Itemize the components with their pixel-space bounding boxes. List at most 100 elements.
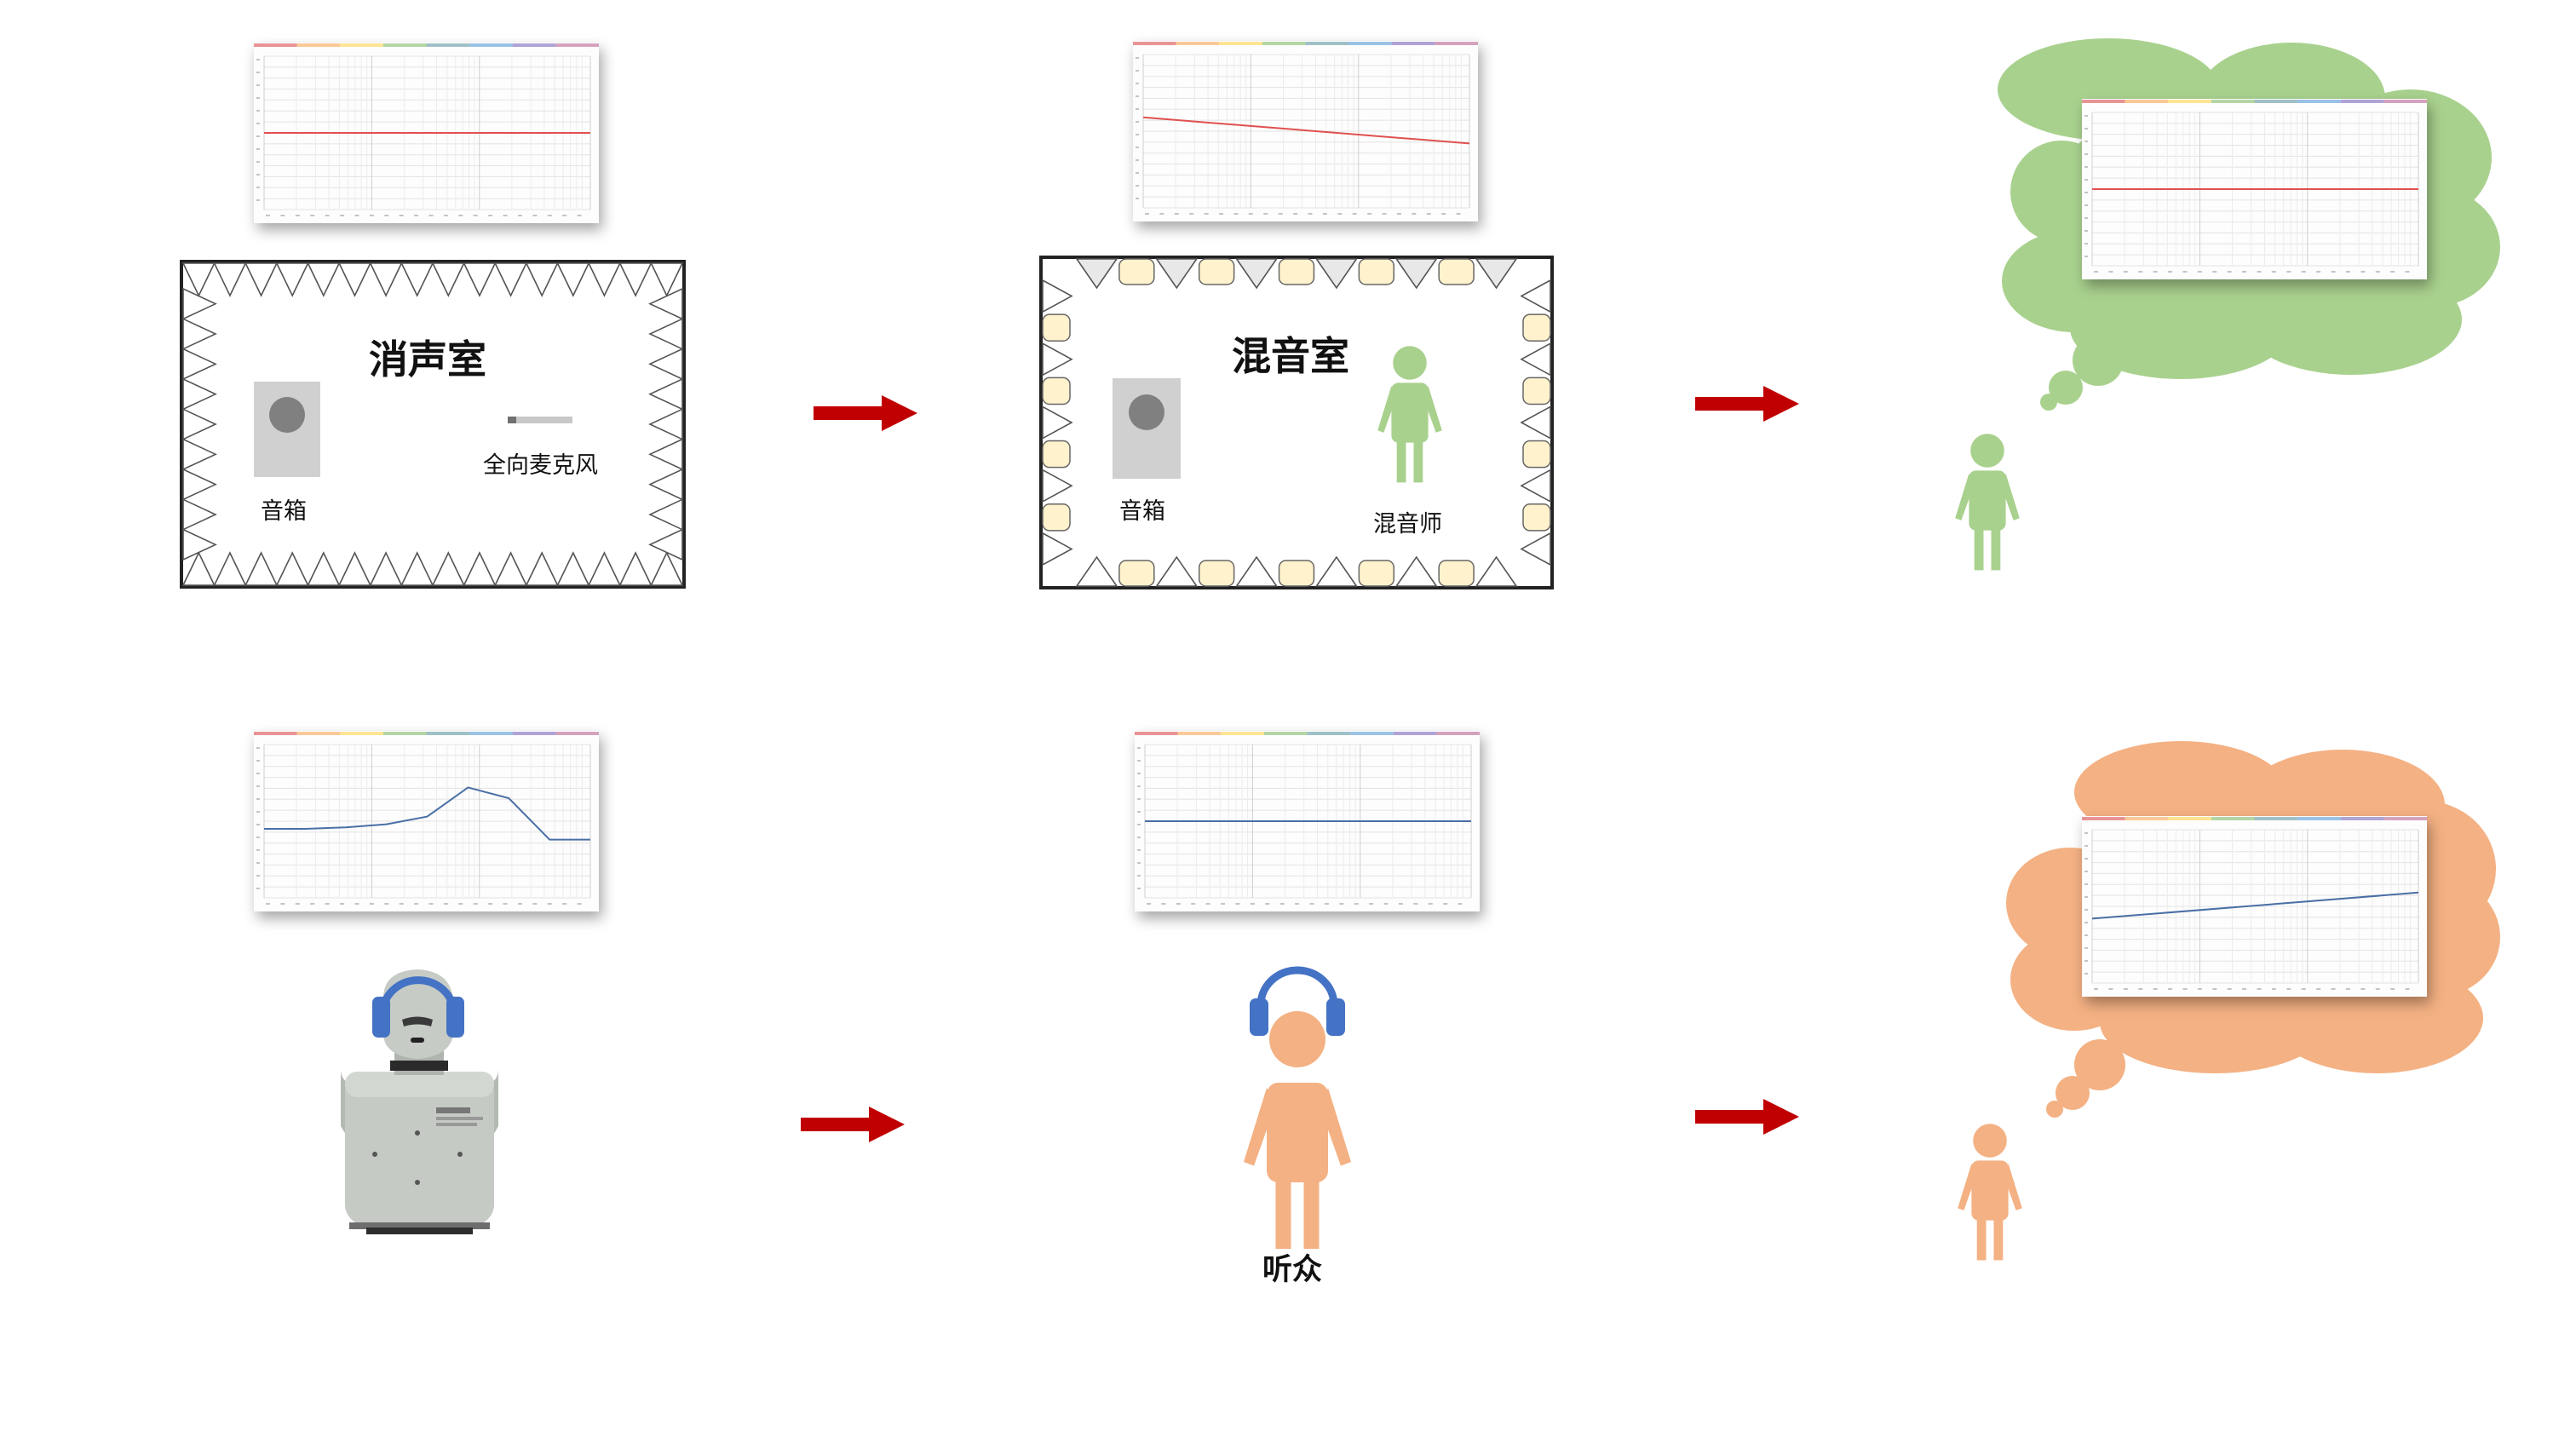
chart-tick-label	[1250, 903, 1255, 905]
acoustic-wedge	[587, 551, 622, 586]
absorber-panel	[1042, 503, 1071, 532]
chart-band-strip	[382, 732, 427, 735]
acoustic-wedge	[337, 262, 372, 297]
acoustic-wedge	[648, 287, 683, 320]
chart-tick-label	[256, 837, 260, 838]
chart-band-strip	[426, 732, 470, 735]
chart-band-strip	[2211, 100, 2255, 103]
head-and-torso-simulator-icon	[341, 969, 498, 1234]
chart-tick-label	[1382, 213, 1387, 215]
chart-tick-label	[325, 903, 330, 905]
chart-tick-label	[2286, 271, 2291, 273]
chart-band-strip	[1262, 42, 1306, 45]
chart-band-strip	[2383, 100, 2427, 103]
chart-tick-label	[547, 215, 552, 216]
chart-tick-label	[443, 215, 448, 216]
chart-tick-label	[488, 215, 493, 216]
chart-tick-label	[354, 215, 359, 216]
absorber-panel	[1198, 258, 1235, 285]
chart-band-strip	[426, 43, 470, 47]
chart-tick-label	[2084, 128, 2088, 129]
chart-tick-label	[340, 215, 345, 216]
chart-tick-label	[443, 903, 448, 905]
chart-tick-label	[280, 215, 285, 216]
chart-tick-label	[2084, 153, 2088, 155]
chart-tick-label	[256, 760, 260, 762]
chart-tick-label	[2084, 947, 2088, 949]
acoustic-wedge	[244, 551, 279, 586]
chart-tick-label	[325, 215, 330, 216]
acoustic-wedge	[369, 551, 403, 586]
chart-tick-label	[256, 97, 260, 99]
chart-tick-label	[458, 215, 463, 216]
mixing-speaker-label: 音箱	[1119, 498, 1165, 525]
absorber-panel	[1522, 503, 1551, 532]
chart-tick-label	[256, 824, 260, 825]
chart-tick-label	[2331, 988, 2336, 990]
chart-band-strip	[296, 43, 341, 47]
chart-tick-label	[458, 903, 463, 905]
chart-tick-label	[2182, 988, 2188, 990]
acoustic-wedge	[244, 262, 279, 297]
chart-tick-label	[256, 875, 260, 877]
anechoic-response-chart	[254, 43, 599, 223]
acoustic-wedge	[1235, 555, 1279, 587]
chart-tick-label	[1428, 903, 1433, 905]
chart-tick-label	[488, 903, 493, 905]
acoustic-wedge	[648, 377, 683, 411]
chart-tick-label	[1278, 213, 1283, 215]
acoustic-wedge	[182, 348, 217, 381]
chart-tick-label	[473, 215, 478, 216]
chart-tick-label	[256, 187, 260, 188]
absorber-panel	[1438, 560, 1475, 587]
chart-tick-label	[1412, 213, 1417, 215]
chart-tick-label	[2257, 271, 2262, 273]
chart-band-strip	[340, 732, 383, 735]
mixing-room-treatment	[1042, 258, 1551, 587]
acoustic-wedge	[463, 551, 497, 586]
chart-tick-label	[2084, 256, 2088, 257]
chart-band-strip	[469, 43, 513, 47]
acoustic-wedge	[1520, 405, 1551, 440]
mixing-room-response-chart	[1133, 41, 1478, 221]
chart-band-strip	[2383, 817, 2427, 820]
chart-tick-label	[503, 215, 508, 216]
chart-tick-label	[354, 903, 359, 905]
acoustic-wedge	[181, 551, 216, 586]
acoustic-wedge	[1394, 258, 1438, 290]
chart-tick-label	[2084, 230, 2088, 232]
chart-band-strip	[2211, 817, 2255, 820]
chart-tick-label	[2084, 909, 2088, 911]
chart-tick-label	[2375, 988, 2380, 990]
absorber-panel	[1438, 258, 1475, 285]
acoustic-wedge	[1075, 555, 1118, 587]
chart-tick-label	[256, 161, 260, 163]
chart-tick-label	[2153, 271, 2158, 273]
acoustic-wedge	[1520, 279, 1551, 313]
acoustic-wedge	[650, 262, 684, 297]
chart-tick-label	[1219, 213, 1224, 215]
chart-tick-label	[340, 903, 345, 905]
chart-tick-label	[2390, 988, 2395, 990]
chart-tick-label	[2084, 204, 2088, 206]
chart-tick-label	[1324, 903, 1329, 905]
chart-tick-label	[1295, 903, 1300, 905]
chart-band-strip	[2297, 100, 2341, 103]
chart-tick-label	[2301, 271, 2306, 273]
absorber-panel	[1278, 258, 1315, 285]
acoustic-wedge	[275, 551, 309, 586]
chart-tick-label	[1308, 213, 1313, 215]
chart-tick-label	[2084, 217, 2088, 219]
acoustic-wedge	[1235, 258, 1279, 290]
engineer-person-icon	[1377, 346, 1442, 483]
absorber-panel	[1118, 560, 1155, 587]
chart-grid	[263, 744, 591, 899]
chart-tick-label	[428, 903, 434, 905]
chart-band-strip	[1348, 42, 1392, 45]
chart-tick-label	[2405, 271, 2410, 273]
chart-tick-label	[562, 215, 567, 216]
chart-band-strip	[1219, 42, 1262, 45]
acoustic-wedge	[1042, 279, 1073, 313]
chart-grid	[263, 55, 591, 210]
acoustic-wedge	[182, 377, 217, 411]
